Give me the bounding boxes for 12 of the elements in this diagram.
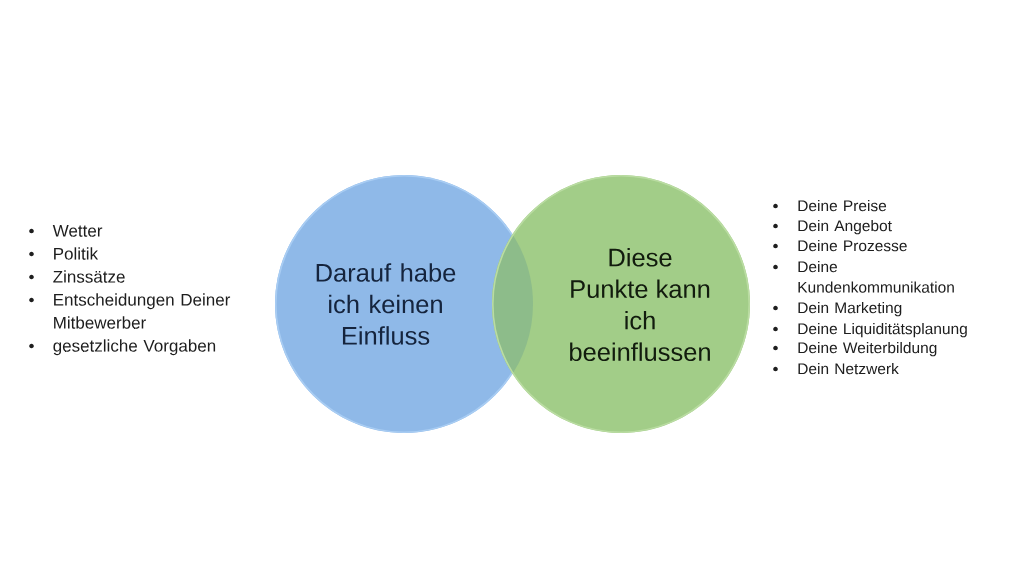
- list-item: Politik: [54, 247, 99, 260]
- list-item: Dein Angebot: [798, 219, 892, 235]
- list-item: Dein Netzwerk: [798, 362, 899, 375]
- list-item: Wetter: [52, 224, 103, 237]
- list-item: Deine Liquiditätsplanung: [798, 322, 967, 338]
- list-item: Zinssätze: [53, 270, 125, 283]
- list-item: Deine Kundenkommunikation: [798, 260, 954, 293]
- list-item: gesetzliche Vorgaben: [53, 339, 216, 356]
- list-item: Deine Preise: [798, 199, 887, 212]
- list-item: Deine Weiterbildung: [798, 341, 937, 357]
- list-item: Deine Prozesse: [798, 239, 907, 252]
- list-item: Dein Marketing: [798, 301, 902, 317]
